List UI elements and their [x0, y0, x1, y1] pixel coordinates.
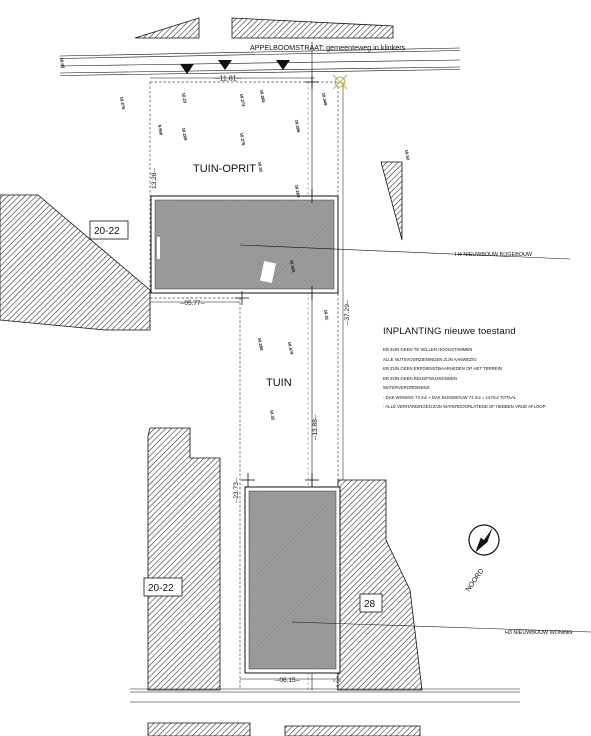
- zone-label-garden: TUIN: [266, 377, 292, 389]
- note-line: ER ZIJN GEEN RELIEFWIJZIGINGEN: [383, 375, 458, 381]
- rear-width-red-label: 6.16: [333, 678, 342, 683]
- annex-callout-line: [239, 244, 571, 260]
- front-depth-label: 13.28--: [151, 168, 158, 189]
- house-callout-label: H3 NIEUWBOUW WONING: [505, 630, 572, 636]
- notes-panel: INPLANTING nieuwe toestand ER ZIJN GEEN …: [383, 326, 588, 414]
- bottom-wedge-right: [284, 725, 421, 736]
- note-line: ALLE NUTSVOORZIENINGEN ZIJN AANWEZIG: [383, 356, 477, 362]
- spot-level: 10.52: [404, 149, 411, 161]
- note-line: ER ZIJN GEEN TE VELLEN HOOGSTAMMEN: [383, 347, 473, 352]
- notes-title: INPLANTING nieuwe toestand: [383, 326, 516, 337]
- house-callout-line: [291, 621, 591, 633]
- spot-level: 10.32: [257, 161, 264, 173]
- spot-level: 10.03: [59, 57, 66, 69]
- front-width-label: --11.81--: [215, 76, 242, 83]
- spot-level: 10.479: [287, 341, 294, 355]
- parcel-label-left-bottom: 20-22: [148, 583, 174, 594]
- annex-door-mark: [157, 237, 160, 259]
- note-line: WATERVERORDENING: [383, 385, 430, 390]
- spot-level: 9.950: [157, 124, 164, 136]
- parcel-tag-right-bottom: [359, 593, 383, 613]
- spot-level: 10.265: [259, 89, 266, 103]
- annex-white-mark: [260, 260, 276, 284]
- street-lines: [59, 47, 461, 76]
- street-label: APPELBOOMSTRAAT: gemeenteweg in klinkers: [250, 43, 406, 52]
- mid-width-label: --05.77--: [180, 300, 205, 307]
- parcel-tag-left-top: [89, 220, 129, 240]
- spot-level: 10.32: [269, 409, 276, 421]
- spot-level: 10.209: [181, 127, 188, 141]
- compass-label: NOORD: [465, 568, 486, 593]
- spot-level: 10.288: [294, 184, 301, 198]
- neighbour-bottom-left: [147, 427, 221, 691]
- spot-level: 10.276: [239, 132, 246, 146]
- bottom-street: [130, 688, 520, 703]
- neighbour-top-left: [0, 194, 151, 331]
- zone-label-drive: TUIN-OPRIT: [193, 163, 256, 175]
- spot-level: 10.274: [239, 93, 246, 107]
- spot-levels: 10.03 10.276 9.950 10.23 10.274 10.265 10.209 1…: [59, 57, 411, 421]
- spot-level: 10.306: [294, 119, 301, 133]
- spot-level: 10.276: [119, 96, 126, 110]
- house-building-inner: [248, 490, 337, 670]
- annex-building-inner: [154, 199, 335, 290]
- front-arrows: [180, 60, 290, 74]
- neighbour-triangle-right: [380, 161, 403, 241]
- spot-level: 10.349: [321, 92, 328, 106]
- parcel-label-right-bottom: 28: [364, 599, 376, 610]
- street-wedge-left: [134, 17, 200, 39]
- spot-level: 10.31: [323, 309, 330, 321]
- axis-crosshairs: [235, 75, 319, 487]
- parcel-label-left-top: 20-22: [94, 226, 120, 237]
- note-line: - ALLE VERHARDINGEN ZIJN WATERDOORLATEND…: [383, 404, 546, 409]
- right-length-label: --37.29--: [344, 300, 351, 325]
- spot-level: 10.23: [181, 92, 188, 104]
- bottom-wedge: [147, 722, 251, 736]
- spot-level: 10.305: [289, 259, 296, 273]
- spot-level: 10.288: [257, 337, 264, 351]
- neighbour-bottom-right: [337, 479, 423, 691]
- note-line: - DAK WONING 73 m2 + DAK BIJGEBOUW 74 m2…: [383, 394, 517, 400]
- compass-rose: [468, 524, 500, 556]
- annex-callout-label: H4 NIEUWBOUW BIJGEBOUW: [455, 252, 533, 258]
- garden-length-label: --13.88--: [312, 415, 319, 440]
- left-length-label: --23.73--: [233, 478, 240, 503]
- rear-width-label: --06.15--: [275, 677, 300, 684]
- parcel-tag-left-bottom: [143, 577, 183, 597]
- street-wedge-right: [231, 17, 394, 39]
- note-line: ER ZIJN GEEN ERFDIENSTBAARHEDEN OP HET T…: [383, 366, 502, 371]
- tree-marker: [332, 74, 348, 90]
